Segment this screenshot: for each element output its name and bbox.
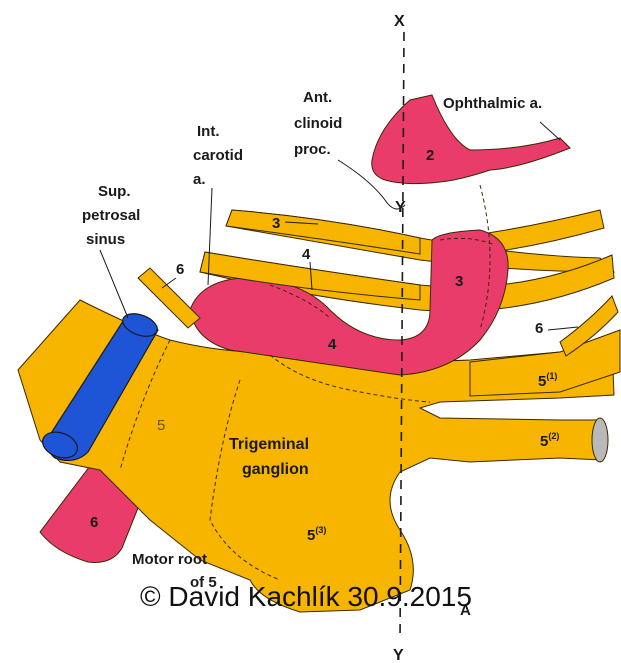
int-carotid-label-3: a. (193, 171, 206, 188)
ganglion-label-1: Trigeminal (229, 436, 309, 453)
num-6-red: 6 (90, 514, 98, 531)
num-4-top: 4 (302, 246, 311, 263)
ant-clinoid-label-1: Ant. (303, 89, 332, 106)
nerve-3-overlay-shape (226, 210, 420, 254)
sup-petrosal-label-3: sinus (86, 231, 125, 248)
leader-ophthalmic (540, 122, 560, 140)
axis-label-y-bottom: Y (393, 647, 404, 663)
num-6-right: 6 (535, 320, 543, 337)
sup-petrosal-label-2: petrosal (82, 207, 140, 224)
axis-label-y-mid: Y (395, 199, 406, 216)
ganglion-label-2: ganglion (242, 461, 309, 478)
num-3-top: 3 (272, 215, 280, 232)
copyright-text: © David Kachlík 30.9.2015 (140, 581, 472, 612)
motor-root-label: Motor root (132, 551, 207, 568)
int-carotid-label-2: carotid (193, 147, 243, 164)
leader-6-right (548, 327, 578, 330)
ant-clinoid-label-2: clinoid (294, 115, 342, 132)
num-2: 2 (426, 147, 434, 164)
num-5-left: 5 (157, 417, 165, 434)
int-carotid-label-1: Int. (197, 123, 220, 140)
axis-label-x: X (394, 13, 405, 30)
ant-clinoid-label-3: proc. (294, 141, 331, 158)
sup-petrosal-label-1: Sup. (98, 183, 131, 200)
num-6-top: 6 (176, 261, 184, 278)
ophthalmic-label: Ophthalmic a. (443, 95, 542, 112)
num-4-red: 4 (328, 336, 337, 353)
leader-sinus (100, 250, 128, 318)
num-3-red: 3 (455, 273, 463, 290)
v2-cap (592, 418, 608, 462)
